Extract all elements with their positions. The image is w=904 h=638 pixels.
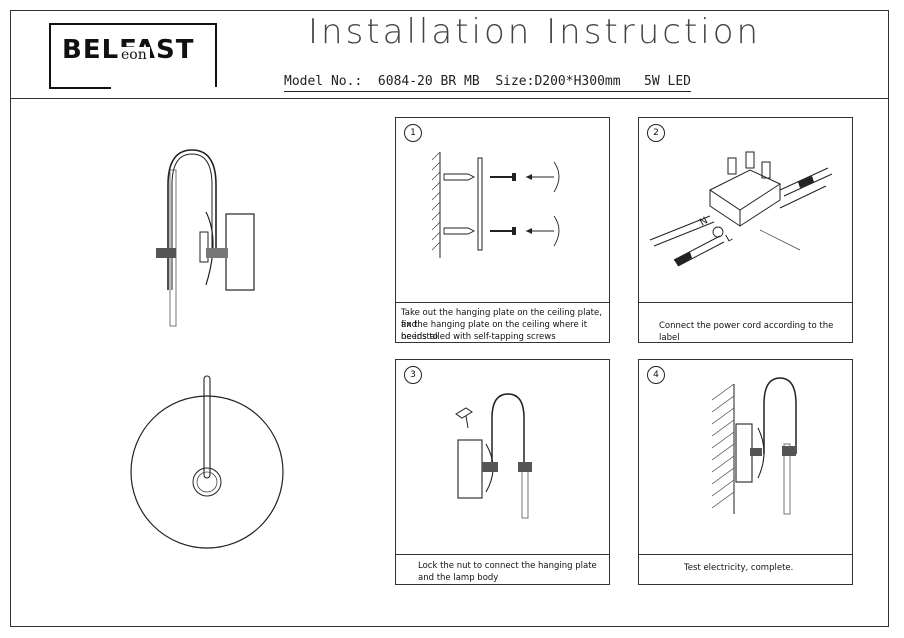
svg-text:L: L	[724, 232, 735, 245]
step-1-separator	[396, 302, 609, 303]
step-3-panel: 3 Lock the nut to connect the hanging pl…	[395, 359, 610, 585]
step-1-caption-line: be installed with self-tapping screws	[401, 332, 556, 342]
step-3-separator	[396, 554, 609, 555]
step-2-illustration: N L	[649, 151, 833, 267]
wall-hatch-icon	[711, 383, 735, 514]
step-3-caption-line: and the lamp body	[418, 573, 499, 583]
step-4-separator	[639, 554, 852, 555]
step-2-number: 2	[647, 124, 665, 142]
anchor-icon	[443, 173, 476, 235]
step-2-caption-line: Connect the power cord according to the …	[659, 321, 834, 343]
step-1-illustration	[431, 151, 560, 258]
model-line: Model No.: 6084-20 BR MB Size:D200*H300m…	[284, 74, 691, 92]
screwdriver-icon	[455, 407, 473, 429]
step-1-caption-line: fix the hanging plate on the ceiling whe…	[401, 320, 588, 342]
page-title: Installation Instruction	[308, 12, 762, 52]
wall-hatch-icon	[431, 151, 441, 258]
step-1-number: 1	[404, 124, 422, 142]
step-2-separator	[639, 302, 852, 303]
svg-text:N: N	[698, 215, 710, 228]
product-front-view	[130, 375, 284, 549]
ground-symbol-icon	[712, 226, 724, 238]
product-side-view	[156, 149, 255, 327]
step-4-panel: 4 Test electricity, complete.	[638, 359, 853, 585]
step-3-illustration	[455, 393, 532, 519]
page-frame	[10, 10, 889, 627]
step-4-caption-line: Test electricity, complete.	[684, 563, 794, 573]
step-4-illustration	[711, 377, 797, 515]
step-4-number: 4	[647, 366, 665, 384]
brand-sub: eon	[118, 47, 150, 63]
logo-underline	[111, 87, 223, 89]
terminal-block-icon	[709, 151, 782, 227]
step-1-caption-line: Take out the hanging plate on the ceilin…	[401, 308, 602, 330]
step-3-number: 3	[404, 366, 422, 384]
step-3-caption-line: Lock the nut to connect the hanging plat…	[418, 561, 597, 571]
header-divider	[10, 98, 889, 99]
screw-icon	[490, 173, 516, 235]
